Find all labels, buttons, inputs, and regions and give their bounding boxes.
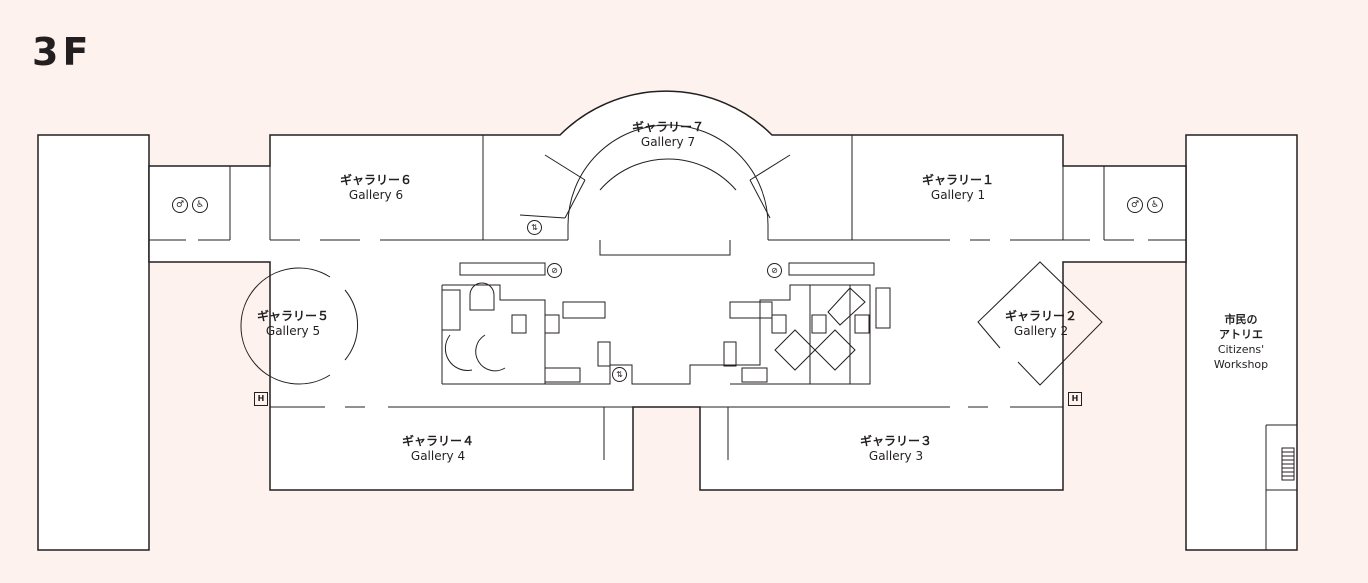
gallery-2-room[interactable]: [977, 261, 1103, 386]
gallery-5-label: ギャラリー５ Gallery 5: [243, 309, 343, 339]
citizens-workshop-room[interactable]: [1185, 134, 1298, 551]
gallery-5-jp: ギャラリー５: [256, 309, 329, 323]
gallery-6-jp: ギャラリー６: [339, 173, 412, 187]
gallery-4-jp: ギャラリー４: [401, 434, 474, 448]
gallery-7-room[interactable]: [519, 124, 791, 256]
workshop-jp-1: 市民の: [1224, 313, 1258, 326]
gallery-1-en: Gallery 1: [930, 188, 986, 202]
gallery-3-en: Gallery 3: [868, 449, 924, 463]
gallery-1-jp: ギャラリー１: [921, 173, 994, 187]
central-core: [441, 262, 875, 385]
west-wing: [37, 134, 150, 551]
gallery-2-en: Gallery 2: [1013, 324, 1069, 338]
gallery-1-label: ギャラリー１ Gallery 1: [908, 173, 1008, 203]
gallery-6-room[interactable]: [269, 135, 568, 241]
gallery-7-en: Gallery 7: [640, 135, 696, 149]
gallery-2-jp: ギャラリー２: [1004, 309, 1077, 323]
elevator-icon: ⇅: [612, 367, 627, 382]
gallery-1-room[interactable]: [768, 135, 1064, 241]
gallery-4-en: Gallery 4: [410, 449, 466, 463]
no-smoking-icon: ⊘: [767, 263, 782, 278]
gallery-6-label: ギャラリー６ Gallery 6: [326, 173, 426, 203]
gallery-7-label: ギャラリー７ Gallery 7: [618, 120, 718, 150]
fire-hydrant-icon: H: [254, 392, 268, 406]
workshop-stairs: [1281, 447, 1295, 481]
workshop-label: 市民の アトリエ Citizens' Workshop: [1196, 312, 1286, 372]
gallery-3-jp: ギャラリー３: [859, 434, 932, 448]
gallery-5-en: Gallery 5: [265, 324, 321, 338]
gallery-3-label: ギャラリー３ Gallery 3: [846, 434, 946, 464]
no-smoking-icon: ⊘: [547, 263, 562, 278]
accessible-toilet-icon: ♿: [192, 197, 208, 213]
stairs: [441, 287, 891, 383]
workshop-en-2: Workshop: [1213, 358, 1269, 371]
elevator-icon: ⇅: [527, 220, 542, 235]
gallery-7-jp: ギャラリー７: [631, 120, 704, 134]
main-floor: [148, 90, 1187, 491]
workshop-jp-2: アトリエ: [1219, 328, 1263, 341]
gallery-6-en: Gallery 6: [348, 188, 404, 202]
workshop-en-1: Citizens': [1217, 343, 1265, 356]
restroom-icon: ♂: [172, 197, 188, 213]
floor-label: 3F: [32, 30, 93, 74]
fire-hydrant-icon: H: [1068, 392, 1082, 406]
gallery-5-room[interactable]: [240, 267, 358, 385]
accessible-toilet-icon: ♿: [1147, 197, 1163, 213]
gallery-4-label: ギャラリー４ Gallery 4: [388, 434, 488, 464]
gallery-2-label: ギャラリー２ Gallery 2: [991, 309, 1091, 339]
restroom-icon: ♂: [1127, 197, 1143, 213]
